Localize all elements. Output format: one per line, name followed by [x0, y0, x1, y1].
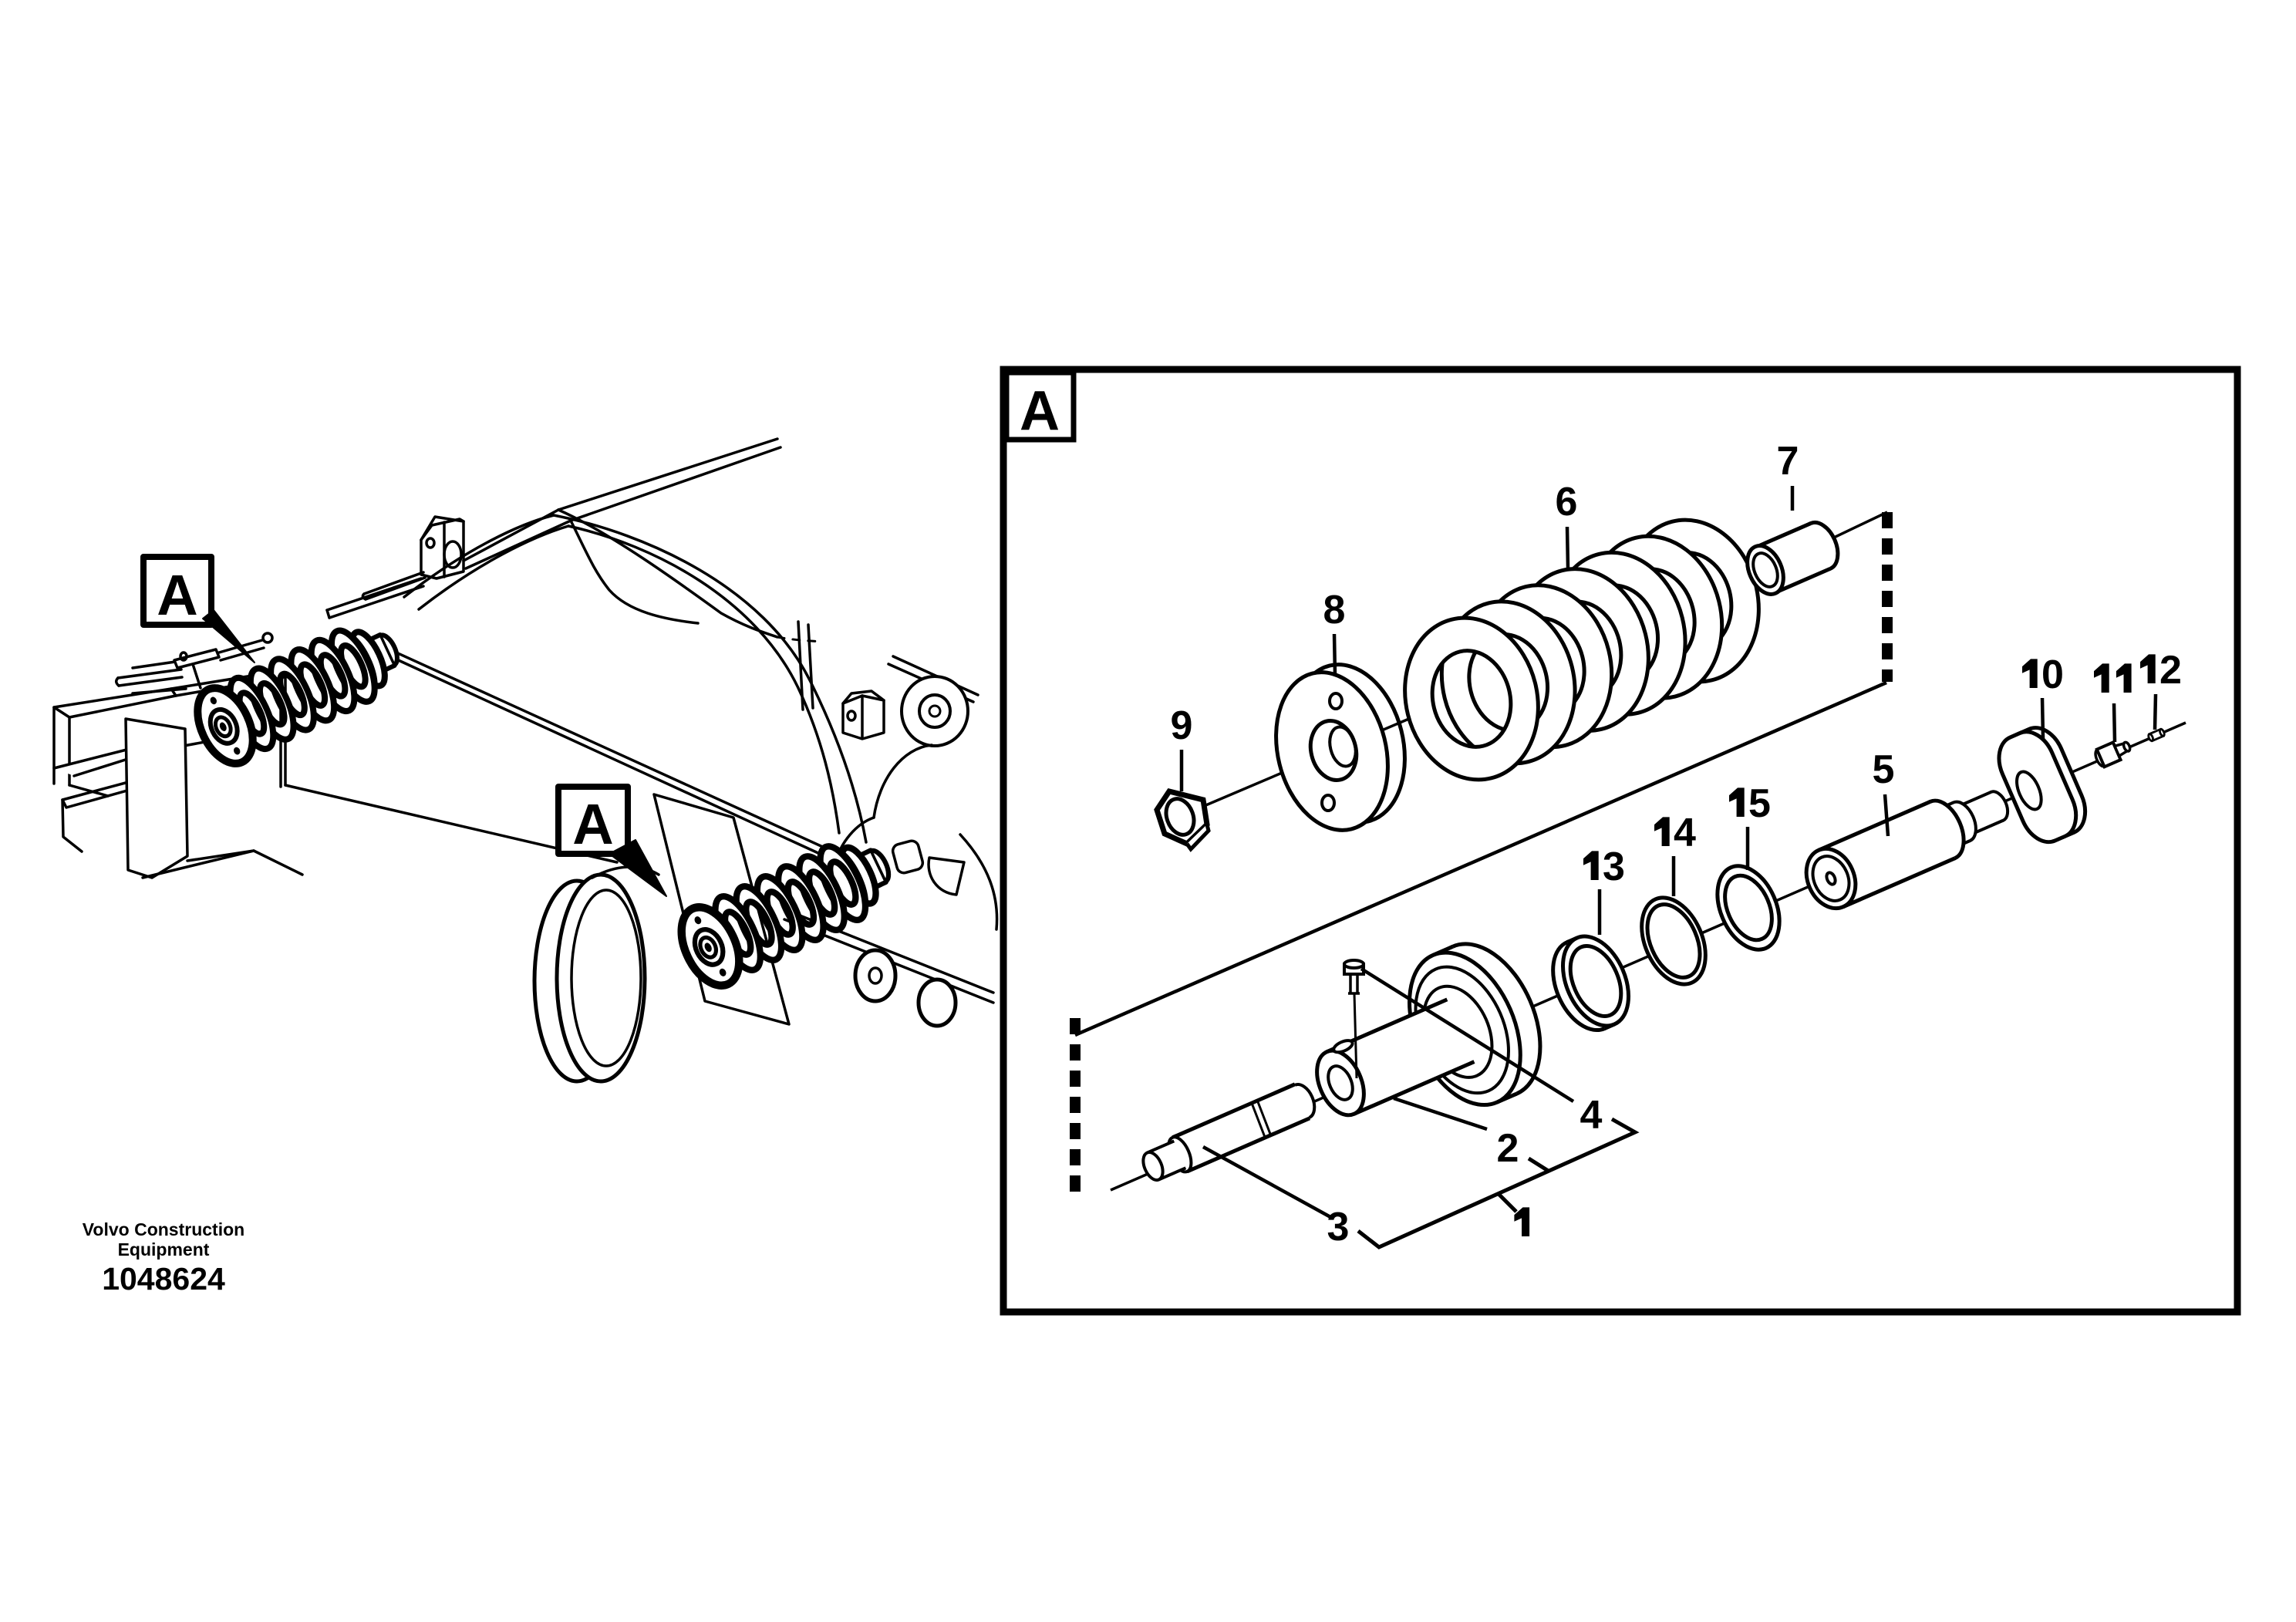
svg-text:A: A	[157, 563, 197, 627]
svg-text:3: 3	[1327, 1205, 1350, 1249]
svg-text:8: 8	[1323, 588, 1346, 632]
svg-text:A: A	[1020, 380, 1060, 442]
svg-text:7: 7	[1777, 439, 1799, 484]
svg-text:5: 5	[1873, 747, 1895, 792]
svg-text:Equipment: Equipment	[118, 1239, 210, 1259]
svg-text:6: 6	[1556, 480, 1578, 524]
svg-text:1048624: 1048624	[102, 1261, 225, 1297]
svg-text:2: 2	[2159, 648, 2182, 693]
svg-text:4: 4	[1674, 811, 1696, 855]
svg-text:2: 2	[1497, 1126, 1519, 1171]
svg-text:0: 0	[2041, 653, 2064, 697]
svg-text:Volvo Construction: Volvo Construction	[83, 1219, 244, 1239]
svg-text:9: 9	[1171, 703, 1193, 748]
svg-text:3: 3	[1603, 845, 1625, 889]
svg-text:5: 5	[1748, 781, 1771, 826]
svg-text:4: 4	[1580, 1093, 1603, 1138]
svg-text:A: A	[572, 792, 613, 856]
